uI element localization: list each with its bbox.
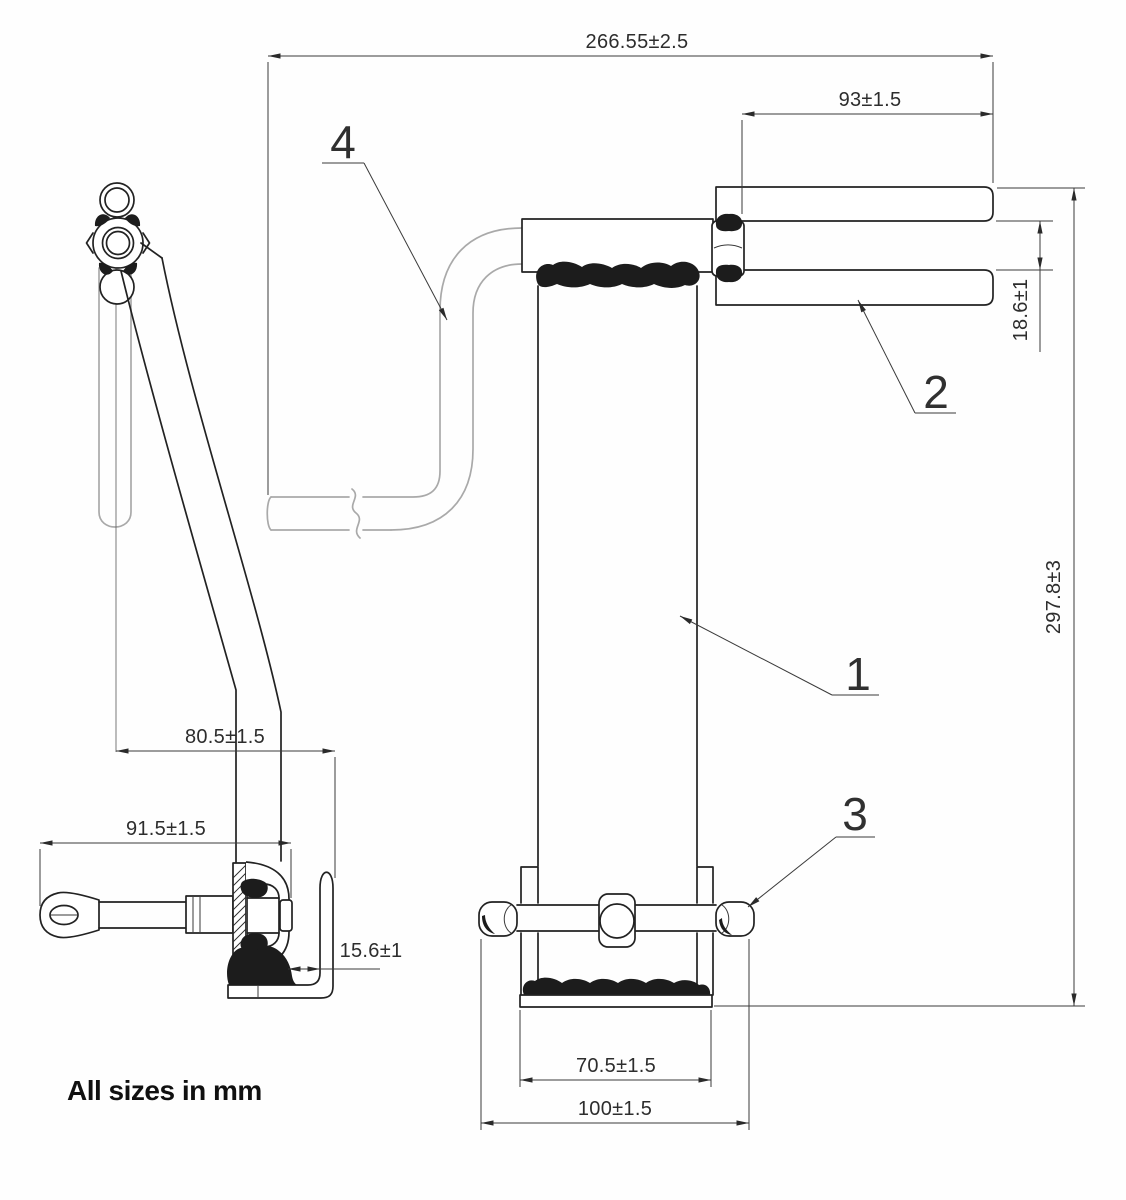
fork-nut-facet [713, 244, 743, 249]
swivel-ball [599, 903, 635, 939]
left-wing-arc [503, 904, 512, 934]
column-edges [537, 285, 698, 867]
bolt-stub-end [279, 899, 293, 932]
leader-line [363, 162, 448, 321]
left-wing-shadow [482, 915, 495, 934]
extension-lines [714, 187, 1085, 1007]
nut-end-view-mid [101, 226, 135, 260]
part-label-3-text: 3 [842, 788, 868, 840]
part-labels: 1 2 3 4 [322, 116, 956, 908]
leader-line [747, 836, 837, 908]
part-label-1-text: 1 [845, 648, 871, 700]
bolt-threaded-section [185, 895, 234, 934]
base-weld-bead [522, 977, 711, 995]
tube-outer-edge [362, 227, 523, 498]
bolt-shaft [98, 901, 187, 929]
foot-weld-bead [227, 946, 298, 985]
nut-hex-flat-right [142, 232, 151, 254]
dim-eyebolt-length: 91.5±1.5 [39, 818, 292, 906]
nut-hex-flat-left [85, 232, 94, 254]
part-label-2-text: 2 [923, 366, 949, 418]
part-label-crossbar: 3 [747, 788, 875, 908]
nut-side-weld-top [240, 878, 268, 898]
right-wing-shadow [719, 918, 732, 935]
weld-wedge-bottom-right [123, 262, 138, 275]
dim-overall-length-text: 266.55±2.5 [586, 31, 689, 53]
arm-right-edge [161, 257, 282, 862]
header-block [521, 218, 714, 273]
dim-base-width: 70.5±1.5 [519, 1010, 712, 1087]
nut-end-view-outer [92, 217, 144, 269]
extension-lines [267, 62, 994, 495]
part-label-tube: 4 [322, 116, 448, 321]
dim-overall-height: 297.8±3 [714, 187, 1085, 1007]
dim-clamp-gap: 15.6±1 [288, 940, 403, 972]
swivel-barrel [598, 893, 636, 948]
fork-upper-prong [715, 186, 994, 222]
tube-break-squiggle [351, 488, 361, 539]
lower-prong-circle [99, 269, 135, 305]
tube-inner-edge [390, 263, 523, 531]
dim-eyebolt-length-text: 91.5±1.5 [126, 818, 206, 840]
dim-fork-gap: 18.6±1 [996, 220, 1053, 352]
arm-top-face [140, 242, 163, 259]
column-top-weld-bead [536, 261, 700, 288]
extension-lines [39, 849, 292, 906]
dim-overall-height-text: 297.8±3 [1043, 560, 1065, 634]
tube-end-cap [266, 496, 272, 531]
dim-fork-length-text: 93±1.5 [839, 89, 902, 111]
part-label-column: 1 [679, 615, 879, 700]
dim-crossbar-span-text: 100±1.5 [578, 1098, 652, 1120]
fork-prong-ring-inner [104, 187, 130, 213]
channel-right-wall [696, 866, 714, 996]
weld-wedge-top-right [125, 214, 141, 227]
base-plate [519, 994, 713, 1008]
extension-lines [519, 1010, 712, 1087]
side-view [39, 182, 334, 999]
tube-front [266, 227, 523, 539]
dim-fork-length: 93±1.5 [741, 89, 993, 214]
weld-wedge-bottom-left [98, 262, 113, 275]
thread-marks [192, 897, 201, 932]
extension-lines [996, 220, 1053, 271]
dim-fork-gap-text: 18.6±1 [1010, 279, 1032, 342]
dim-overall-length: 266.55±2.5 [267, 31, 994, 495]
j-bracket [227, 871, 334, 999]
channel-left-wall [520, 866, 539, 996]
part-label-4-text: 4 [330, 116, 356, 168]
dim-clamp-gap-text: 15.6±1 [340, 940, 403, 962]
dim-arm-offset-text: 80.5±1.5 [185, 726, 265, 748]
fork-nut-weld-top [715, 213, 743, 232]
dim-crossbar-span: 100±1.5 [480, 939, 750, 1130]
fork-lower-prong [715, 269, 994, 306]
dim-arm-offset: 80.5±1.5 [116, 726, 336, 878]
fork-nut-weld-bottom [715, 264, 743, 283]
nut-side-facets [246, 897, 280, 934]
weld-wedge-top-left [94, 214, 110, 227]
leader-line [857, 299, 916, 414]
leader-line [679, 615, 833, 696]
front-view [266, 186, 994, 1008]
units-note: All sizes in mm [67, 1075, 262, 1106]
crossbar-edges [516, 904, 717, 932]
dim-base-width-text: 70.5±1.5 [576, 1055, 656, 1077]
crossbar-right-wing [715, 901, 755, 937]
extension-lines [480, 939, 750, 1130]
part-label-fork: 2 [857, 299, 956, 418]
dimensions: 266.55±2.5 93±1.5 18.6±1 297.8±3 70.5±1.… [39, 31, 1085, 1130]
arm-left-edge [120, 270, 237, 864]
tube-side-outline [98, 267, 132, 528]
nut-side-weld-bottom [240, 933, 268, 953]
nut-end-view-bore [105, 230, 131, 256]
